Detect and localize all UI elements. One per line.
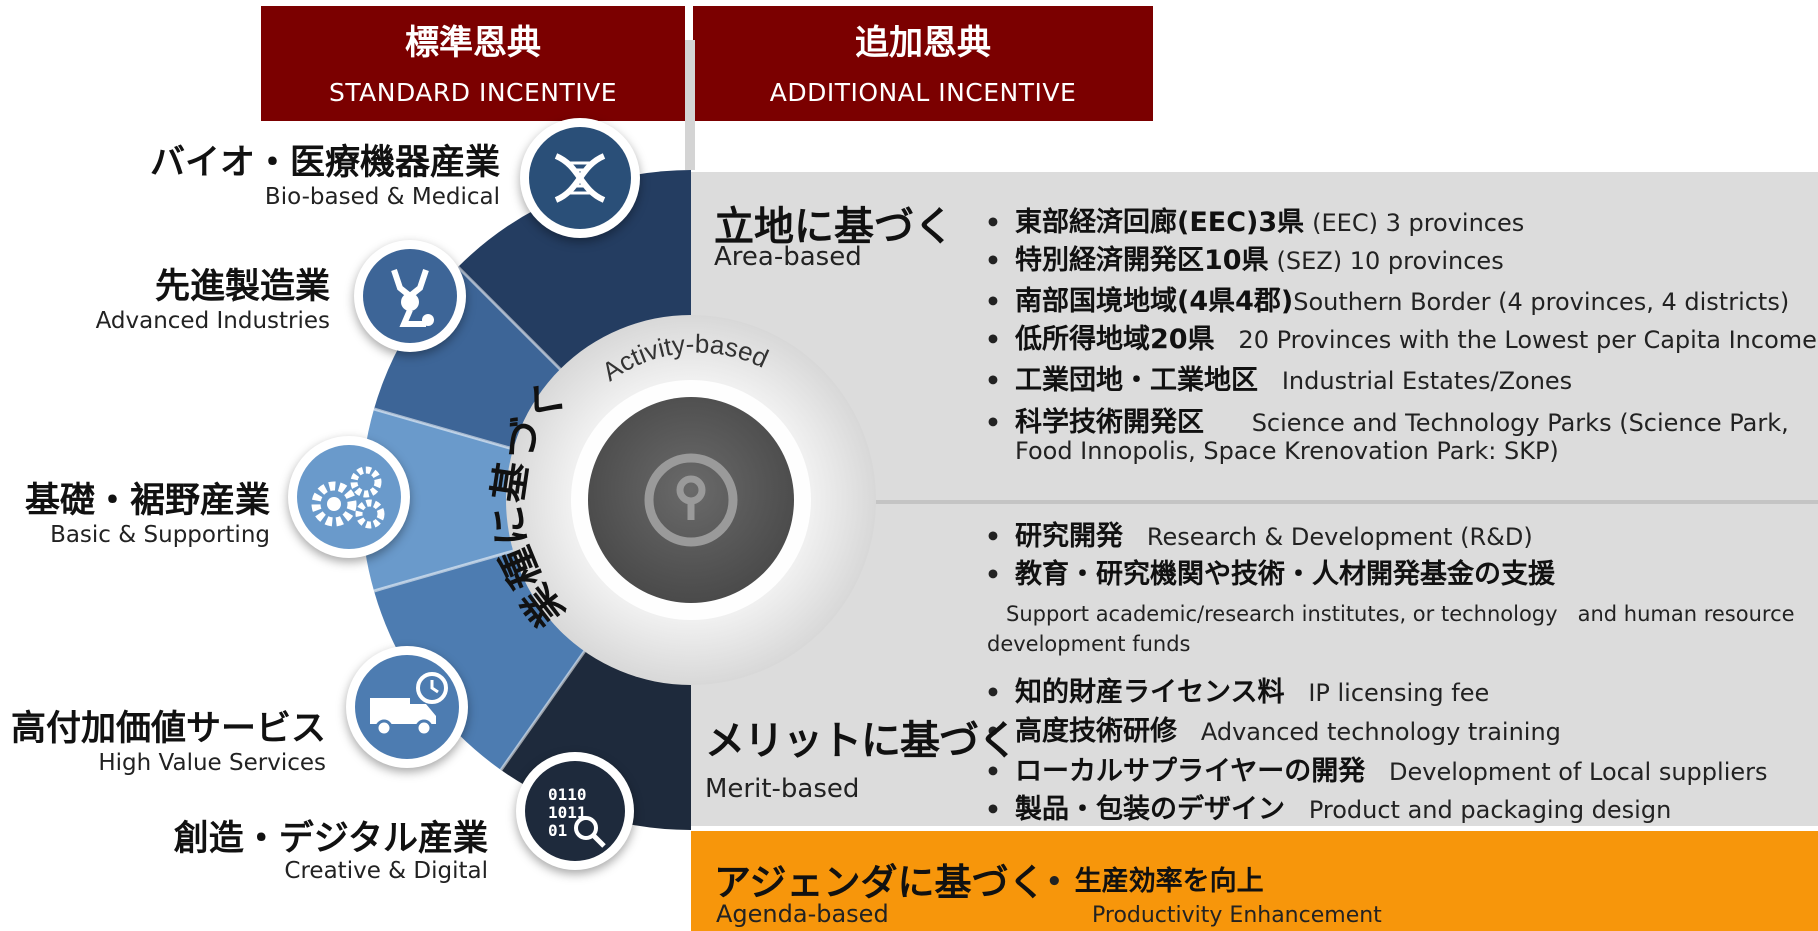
robot-arm-icon xyxy=(391,269,434,327)
merit-item-2: •教育・研究機関や技術・人材開発基金の支援 xyxy=(985,559,1555,590)
area-item-1: •東部経済回廊(EEC)3県 (EEC) 3 provinces xyxy=(985,207,1525,238)
area-item-6-cont: Food Innopolis, Space Krenovation Park: … xyxy=(1015,437,1559,465)
industry-basic-en: Basic & Supporting xyxy=(50,522,270,548)
industry-creative-en: Creative & Digital xyxy=(284,858,488,884)
industry-advanced-en: Advanced Industries xyxy=(95,308,330,334)
dna-icon xyxy=(554,153,606,203)
merit-item-1: •研究開発 Research & Development (R&D) xyxy=(985,521,1533,552)
area-panel xyxy=(691,172,1818,500)
svg-text:0110: 0110 xyxy=(548,785,587,804)
industry-basic-jp: 基礎・裾野産業 xyxy=(24,481,270,521)
standard-incentive-en: STANDARD INCENTIVE xyxy=(328,78,618,107)
merit-item-3: •知的財産ライセンス料 IP licensing fee xyxy=(985,677,1490,708)
merit-item-5: •ローカルサプライヤーの開発 Development of Local supp… xyxy=(985,756,1768,787)
merit-title-en: Merit-based xyxy=(705,774,860,804)
standard-incentive-header: 標準恩典 STANDARD INCENTIVE xyxy=(261,6,685,121)
merit-support-note-1: Support academic/research institutes, or… xyxy=(1006,602,1795,626)
additional-incentive-jp: 追加恩典 xyxy=(855,23,991,63)
bio-icon-circle xyxy=(520,118,640,238)
services-icon-circle xyxy=(346,646,468,768)
activity-en-label: Activity-based xyxy=(596,328,773,386)
svg-text:01: 01 xyxy=(548,821,567,840)
additional-incentive-header: 追加恩典 ADDITIONAL INCENTIVE xyxy=(693,6,1153,121)
binary-search-icon: 0110 1011 01 xyxy=(548,785,606,848)
agenda-title-en: Agenda-based xyxy=(716,900,889,928)
area-item-2: •特別経済開発区10県 (SEZ) 10 provinces xyxy=(985,245,1504,276)
agenda-item-jp: 生産効率を向上 xyxy=(1074,866,1264,897)
creative-icon-circle: 0110 1011 01 xyxy=(516,752,634,870)
standard-incentive-jp: 標準恩典 xyxy=(405,23,541,63)
area-title-jp: 立地に基づく xyxy=(714,204,954,250)
merit-panel xyxy=(691,504,1818,826)
industry-services-en: High Value Services xyxy=(98,750,326,776)
industry-services-jp: 高付加価値サービス xyxy=(10,709,326,749)
divider-line xyxy=(685,40,695,170)
area-item-3: •南部国境地域(4県4郡)Southern Border (4 province… xyxy=(985,286,1790,317)
agenda-panel xyxy=(691,831,1818,931)
industry-bio-en: Bio-based & Medical xyxy=(264,184,500,210)
area-item-4: •低所得地域20県 20 Provinces with the Lowest p… xyxy=(985,324,1817,355)
agenda-title-jp: アジェンダに基づく xyxy=(714,861,1046,904)
additional-incentive-en: ADDITIONAL INCENTIVE xyxy=(769,78,1077,107)
agenda-item: • 生産効率を向上 xyxy=(1046,859,1264,898)
panel-separator xyxy=(691,500,1818,504)
key-icon xyxy=(644,453,738,547)
advanced-icon-circle xyxy=(354,240,466,352)
area-title-en: Area-based xyxy=(714,242,862,272)
merit-title-jp: メリットに基づく xyxy=(705,718,1018,764)
area-item-5: •工業団地・工業地区 Industrial Estates/Zones xyxy=(985,365,1573,396)
delivery-truck-icon xyxy=(370,672,448,737)
industry-creative-jp: 創造・デジタル産業 xyxy=(173,819,488,859)
area-item-6: •科学技術開発区 Science and Technology Parks (S… xyxy=(985,407,1789,438)
basic-icon-circle xyxy=(288,436,410,558)
merit-item-4: •高度技術研修 Advanced technology training xyxy=(985,716,1561,747)
merit-item-6: •製品・包装のデザイン Product and packaging design xyxy=(985,794,1672,825)
svg-text:1011: 1011 xyxy=(548,803,587,822)
gears-icon xyxy=(311,466,385,529)
agenda-item-en: Productivity Enhancement xyxy=(1092,903,1382,928)
agenda-bullet: • xyxy=(1046,867,1063,897)
merit-support-note-2: development funds xyxy=(987,632,1191,656)
activity-jp-label: 業種に基づく xyxy=(486,373,577,635)
industry-bio-jp: バイオ・医療機器産業 xyxy=(149,143,500,183)
industry-advanced-jp: 先進製造業 xyxy=(154,267,330,307)
